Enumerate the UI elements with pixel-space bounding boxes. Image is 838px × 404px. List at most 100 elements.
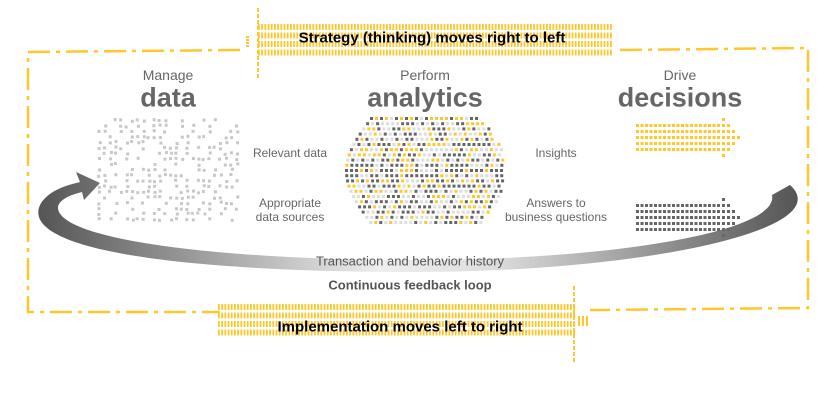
- analytics-dot: [376, 195, 380, 198]
- analytics-dot: [418, 132, 422, 136]
- implementation-arrow-band: [298, 312, 300, 319]
- analytics-dot: [434, 189, 438, 193]
- implementation-arrow-band: [304, 312, 307, 319]
- answers-arrow-dot: [717, 204, 720, 207]
- analytics-dot: [462, 184, 466, 188]
- answers-arrow-dot: [636, 210, 639, 213]
- implementation-arrow-band: [310, 304, 313, 310]
- strategy-arrow-band: [386, 49, 388, 56]
- data-dot: [163, 145, 167, 149]
- answers-label: Answers to: [526, 196, 586, 210]
- strategy-arrow-band: [357, 49, 359, 56]
- strategy-arrow-band: [578, 41, 580, 47]
- strategy-arrow-band: [568, 41, 571, 47]
- implementation-arrow-band: [531, 312, 534, 319]
- analytics-dot: [420, 163, 424, 167]
- analytics-dot: [371, 179, 375, 183]
- strategy-arrow-band: [440, 24, 443, 30]
- strategy-arrow-band: [350, 32, 353, 39]
- implementation-arrow-band: [259, 329, 262, 336]
- analytics-dot: [491, 179, 495, 183]
- data-dot: [163, 130, 167, 134]
- analytics-dot: [392, 184, 396, 188]
- implementation-arrow-band: [291, 304, 294, 310]
- strategy-arrow-band: [331, 41, 334, 47]
- implementation-arrow-band: [442, 329, 444, 336]
- analytics-dot: [477, 127, 481, 131]
- analytics-dot: [378, 132, 382, 136]
- analytics-dot: [372, 153, 376, 157]
- analytics-dot: [440, 215, 444, 219]
- data-dot: [153, 168, 157, 172]
- analytics-dot: [397, 184, 401, 188]
- strategy-arrow-band: [286, 49, 289, 56]
- analytics-dot: [491, 158, 495, 162]
- strategy-arrow-band: [443, 41, 446, 47]
- implementation-arrow-band: [563, 312, 566, 319]
- implementation-arrow-band: [416, 329, 419, 336]
- implementation-arrow-band: [464, 312, 467, 319]
- strategy-arrow-band: [581, 41, 583, 47]
- analytics-dot: [462, 127, 466, 131]
- implementation-arrow-band: [426, 304, 428, 310]
- strategy-arrow-band: [331, 24, 334, 30]
- data-sources-label: data sources: [255, 210, 325, 224]
- analytics-dot: [425, 215, 429, 219]
- implementation-arrow-band: [493, 304, 495, 310]
- analytics-dot: [461, 122, 465, 126]
- strategy-arrow-band: [603, 32, 606, 39]
- strategy-arrow-band: [402, 49, 404, 56]
- strategy-arrow-band: [507, 41, 510, 47]
- answers-arrow-dot: [717, 216, 720, 219]
- answers-arrow-dot: [667, 210, 671, 213]
- analytics-dot: [381, 158, 385, 162]
- strategy-arrow-band: [443, 24, 446, 30]
- analytics-dot: [396, 122, 400, 126]
- strategy-arrow-band: [549, 32, 551, 39]
- strategy-arrow-band: [450, 24, 452, 30]
- insights-arrow-dot: [636, 124, 639, 127]
- implementation-arrow-band: [230, 312, 233, 319]
- implementation-arrow-band: [256, 304, 259, 310]
- strategy-arrow-band: [296, 24, 299, 30]
- strategy-arrow-band: [597, 24, 599, 30]
- analytics-dot: [436, 158, 440, 162]
- implementation-arrow-band: [339, 312, 342, 319]
- analytics-dot: [365, 174, 369, 178]
- analytics-dot: [437, 127, 441, 131]
- implementation-arrow-band: [547, 321, 550, 327]
- strategy-arrow-band: [354, 41, 356, 47]
- implementation-arrow-band: [451, 329, 454, 336]
- insights-arrow-dot: [690, 148, 693, 151]
- analytics-dot: [496, 179, 500, 183]
- strategy-arrow-band: [437, 49, 439, 56]
- implementation-arrow-band: [336, 329, 339, 336]
- analytics-dot: [383, 132, 387, 136]
- strategy-arrow-band: [267, 49, 270, 56]
- analytics-dot: [442, 143, 446, 146]
- implementation-arrow-band: [368, 304, 371, 310]
- analytics-dot: [474, 200, 478, 204]
- implementation-arrow-band: [493, 321, 495, 327]
- implementation-arrow-band: [262, 321, 265, 327]
- analytics-dot: [435, 163, 439, 167]
- analytics-dot: [419, 189, 423, 193]
- data-dot: [142, 211, 146, 215]
- data-dot: [230, 167, 234, 171]
- data-dot: [180, 119, 184, 123]
- data-dot: [229, 151, 233, 155]
- analytics-dot: [465, 169, 469, 172]
- answers-arrow-dot: [663, 222, 666, 225]
- strategy-arrow-band: [434, 49, 436, 56]
- analytics-dot: [420, 137, 424, 141]
- answers-arrow-dot: [649, 216, 653, 219]
- strategy-arrow-band: [526, 41, 529, 47]
- analytics-dot: [459, 148, 463, 152]
- answers-arrow-dot: [676, 210, 680, 213]
- analytics-dot: [465, 117, 468, 120]
- implementation-arrow-band: [525, 312, 527, 319]
- strategy-arrow-band: [370, 49, 372, 56]
- data-dot: [236, 130, 240, 134]
- strategy-arrow-band: [446, 32, 449, 39]
- data-dot: [164, 201, 168, 205]
